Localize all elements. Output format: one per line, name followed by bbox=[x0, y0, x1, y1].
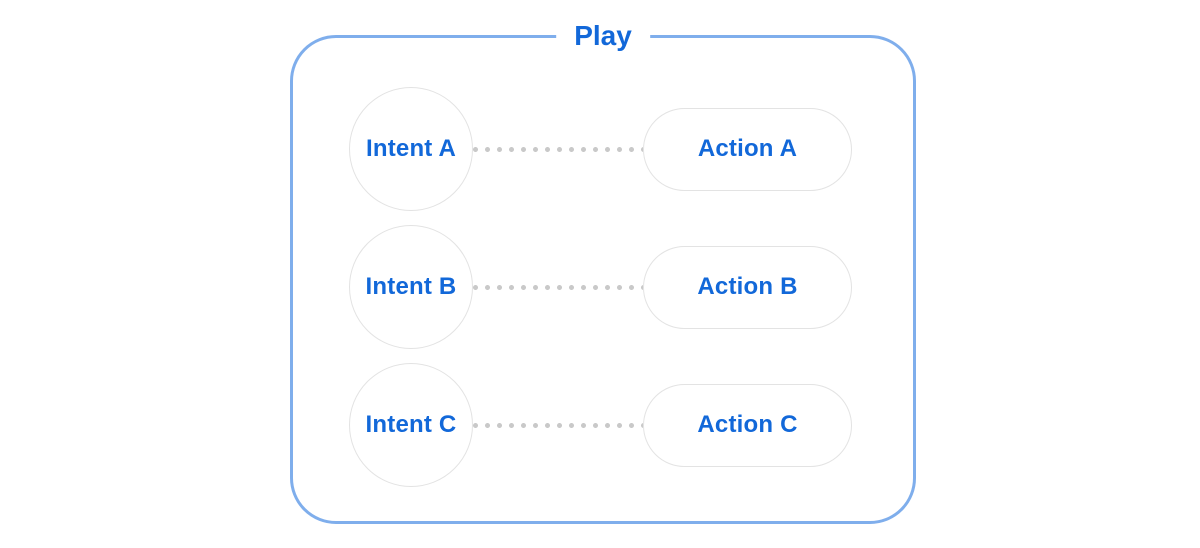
mapping-row: Intent C Action C bbox=[349, 363, 852, 487]
mapping-row: Intent A Action A bbox=[349, 87, 852, 211]
mapping-row: Intent B Action B bbox=[349, 225, 852, 349]
intent-node: Intent B bbox=[349, 225, 473, 349]
intent-node: Intent C bbox=[349, 363, 473, 487]
action-node: Action A bbox=[643, 107, 852, 191]
intent-node: Intent A bbox=[349, 87, 473, 211]
action-node: Action B bbox=[643, 245, 852, 329]
action-label: Action B bbox=[697, 273, 798, 300]
intent-label: Intent C bbox=[365, 411, 457, 438]
play-frame: Play Intent A Action A Intent B Action B… bbox=[290, 19, 916, 524]
action-label: Action A bbox=[697, 135, 798, 162]
intent-label: Intent A bbox=[365, 135, 457, 162]
action-label: Action C bbox=[697, 411, 798, 438]
dotted-connector bbox=[473, 284, 643, 290]
action-node: Action C bbox=[643, 383, 852, 467]
intent-label: Intent B bbox=[365, 273, 457, 300]
dotted-connector bbox=[473, 422, 643, 428]
play-title: Play bbox=[556, 19, 650, 53]
dotted-connector bbox=[473, 146, 643, 152]
